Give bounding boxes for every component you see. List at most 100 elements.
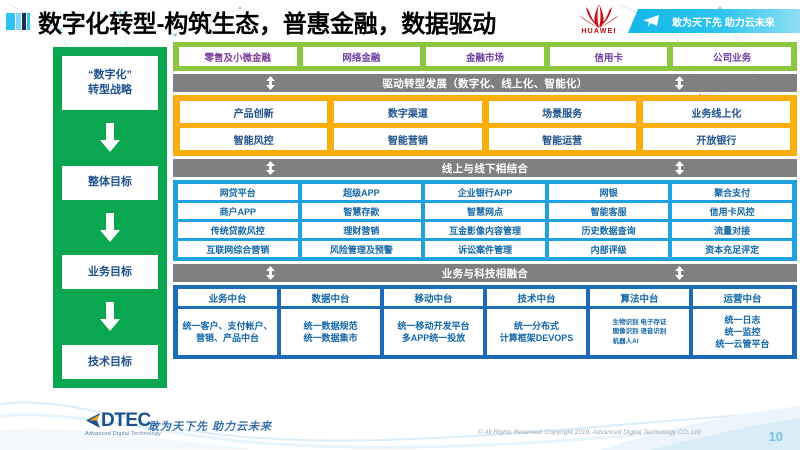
huawei-wordmark: HUAWEI	[581, 28, 617, 35]
business-goal-item[interactable]: 网银	[548, 184, 669, 200]
business-goal-item[interactable]: 流量对接	[672, 222, 792, 238]
tech-goal-head: 业务中台	[178, 289, 277, 306]
dtec-logo: DTEC Advanced Digital Technology	[85, 411, 161, 437]
huawei-flower-icon	[579, 4, 619, 28]
overall-goal-item[interactable]: 数字渠道	[334, 101, 482, 123]
overall-goal-item[interactable]: 智能运营	[488, 128, 636, 150]
tech-goal-column-mobile[interactable]: 移动中台 统一移动开发平台 多APP统一投放	[384, 289, 483, 355]
strategy-item-label: 技术目标	[88, 355, 132, 368]
strategy-item-label: 整体目标	[88, 176, 132, 189]
tech-goal-column-business[interactable]: 业务中台 统一客户、支付帐户、营销、产品中台	[178, 289, 277, 355]
page-number: 10	[768, 429, 783, 444]
strategy-item-label: “数字化” 转型战略	[88, 69, 132, 96]
business-goal-item[interactable]: 互金影像内容管理	[425, 222, 545, 238]
double-arrow-vertical-icon	[674, 76, 685, 93]
business-goal-row: 网贷平台 超级APP 企业银行APP 网银 聚合支付	[178, 184, 792, 200]
business-goal-item[interactable]: 智慧存款	[301, 203, 422, 219]
business-goal-item[interactable]: 理财营销	[301, 222, 422, 238]
business-goal-item[interactable]: 信用卡风控	[672, 203, 792, 219]
down-arrow-icon	[99, 200, 121, 256]
divider-drive-transformation: 驱动转型发展（数字化、线上化、智能化）	[173, 74, 797, 92]
tech-goal-head: 移动中台	[384, 289, 483, 306]
dtec-wordmark: DTEC	[101, 410, 151, 431]
down-arrow-icon	[99, 289, 121, 345]
business-goal-item[interactable]: 历史数据查询	[548, 222, 669, 238]
business-goal-band: 网贷平台 超级APP 企业银行APP 网银 聚合支付 商户APP 智慧存款 智慧…	[173, 180, 797, 261]
business-goal-row: 互联网综合营销 风险管理及预警 诉讼案件管理 内部评级 资本充足评定	[178, 241, 792, 257]
paper-plane-icon	[642, 14, 660, 28]
business-goal-item[interactable]: 网贷平台	[178, 184, 298, 200]
overall-goal-band: 产品创新 数字渠道 场景服务 业务线上化 智能风控 智能营销 智能运营 开放银行	[173, 95, 797, 156]
overall-goal-item[interactable]: 智能风控	[180, 128, 328, 150]
tech-goal-column-operation[interactable]: 运营中台 统一日志 统一监控 统一云管平台	[693, 289, 792, 355]
tech-goal-column-technology[interactable]: 技术中台 统一分布式 计算框架DEVOPS	[487, 289, 586, 355]
business-goal-item[interactable]: 互联网综合营销	[178, 241, 298, 257]
strategy-item-business-goal[interactable]: 业务目标	[62, 255, 158, 290]
dtec-triangle-icon	[86, 413, 100, 428]
business-goal-item[interactable]: 风险管理及预警	[301, 241, 422, 257]
business-goal-item[interactable]: 智慧网点	[425, 203, 545, 219]
double-arrow-vertical-icon	[674, 266, 685, 283]
overall-goal-item[interactable]: 业务线上化	[642, 101, 790, 123]
business-goal-item[interactable]: 商户APP	[178, 203, 298, 219]
tech-goal-body: 统一分布式 计算框架DEVOPS	[487, 309, 586, 355]
business-line-item[interactable]: 网络金融	[302, 47, 421, 66]
tech-goal-column-data[interactable]: 数据中台 统一数据规范 统一数据集市	[281, 289, 380, 355]
tech-goal-body: 统一客户、支付帐户、营销、产品中台	[178, 309, 277, 355]
tech-goal-body: 统一数据规范 统一数据集市	[281, 309, 380, 355]
double-arrow-vertical-icon	[265, 161, 276, 178]
business-line-item[interactable]: 公司业务	[673, 47, 791, 66]
business-goal-item[interactable]: 内部评级	[548, 241, 669, 257]
business-goal-item[interactable]: 企业银行APP	[425, 184, 545, 200]
tech-goal-column-algorithm[interactable]: 算法中台 生物识别 电子存证 图像识别 语音识别 机器人AI	[590, 289, 689, 355]
divider-online-offline: 线上与线下相结合	[173, 159, 797, 177]
overall-goal-item[interactable]: 智能营销	[334, 128, 482, 150]
tech-goal-head: 算法中台	[590, 289, 689, 306]
strategy-column: “数字化” 转型战略 整体目标 业务目标 技术目标	[53, 47, 167, 388]
tech-goal-band: 业务中台 统一客户、支付帐户、营销、产品中台 数据中台 统一数据规范 统一数据集…	[173, 285, 797, 359]
copyright-text: © All Rights Reserved. Copyright 2019, A…	[478, 429, 701, 436]
business-goal-row: 传统贷款风控 理财营销 互金影像内容管理 历史数据查询 流量对接	[178, 222, 792, 238]
slide-footer: DTEC Advanced Digital Technology 敢为天下先 助…	[0, 394, 800, 450]
tech-goal-head: 数据中台	[281, 289, 380, 306]
overall-goal-row: 产品创新 数字渠道 场景服务 业务线上化	[180, 101, 790, 123]
huawei-banner-text: 敢为天下先 助力云未来	[672, 17, 775, 29]
content-stack: 零售及小微金融 网络金融 金融市场 信用卡 公司业务 驱动转型发展（数字化、线上…	[173, 42, 797, 359]
business-lines-band: 零售及小微金融 网络金融 金融市场 信用卡 公司业务	[173, 42, 797, 71]
business-line-item[interactable]: 信用卡	[549, 47, 668, 66]
business-line-item[interactable]: 零售及小微金融	[179, 47, 297, 66]
stripes-icon	[6, 13, 34, 30]
overall-goal-row: 智能风控 智能营销 智能运营 开放银行	[180, 128, 790, 150]
tech-goal-body: 统一移动开发平台 多APP统一投放	[384, 309, 483, 355]
business-goal-item[interactable]: 智能客服	[548, 203, 669, 219]
tech-goal-grid: 业务中台 统一客户、支付帐户、营销、产品中台 数据中台 统一数据规范 统一数据集…	[178, 289, 792, 355]
strategy-item-label: 业务目标	[88, 265, 132, 278]
double-arrow-vertical-icon	[265, 266, 276, 283]
strategy-item-tech-goal[interactable]: 技术目标	[62, 345, 158, 380]
divider-label: 驱动转型发展（数字化、线上化、智能化）	[382, 77, 588, 90]
page-title: 数字化转型-构筑生态，普惠金融，数据驱动	[38, 11, 496, 38]
business-goal-item[interactable]: 资本充足评定	[672, 241, 792, 257]
business-goal-item[interactable]: 聚合支付	[672, 184, 792, 200]
tech-goal-head: 技术中台	[487, 289, 586, 306]
business-goal-row: 商户APP 智慧存款 智慧网点 智能客服 信用卡风控	[178, 203, 792, 219]
tech-goal-head: 运营中台	[693, 289, 792, 306]
double-arrow-vertical-icon	[265, 76, 276, 93]
overall-goal-item[interactable]: 场景服务	[488, 101, 636, 123]
overall-goal-item[interactable]: 开放银行	[642, 128, 790, 150]
down-arrow-icon	[99, 110, 121, 166]
business-goal-item[interactable]: 超级APP	[301, 184, 422, 200]
strategy-item-digital-strategy[interactable]: “数字化” 转型战略	[62, 56, 158, 110]
slide-header: 数字化转型-构筑生态，普惠金融，数据驱动 HUAWEI 敢为	[0, 0, 800, 42]
divider-label: 业务与科技相融合	[441, 267, 529, 280]
overall-goal-item[interactable]: 产品创新	[180, 101, 328, 123]
business-goal-item[interactable]: 传统贷款风控	[178, 222, 298, 238]
dtec-tagline: Advanced Digital Technology	[85, 431, 161, 437]
tech-goal-body: 统一日志 统一监控 统一云管平台	[693, 309, 792, 355]
strategy-item-overall-goal[interactable]: 整体目标	[62, 165, 158, 200]
double-arrow-vertical-icon	[674, 161, 685, 178]
business-line-item[interactable]: 金融市场	[426, 47, 544, 66]
business-goal-item[interactable]: 诉讼案件管理	[425, 241, 545, 257]
divider-label: 线上与线下相结合	[441, 162, 529, 175]
